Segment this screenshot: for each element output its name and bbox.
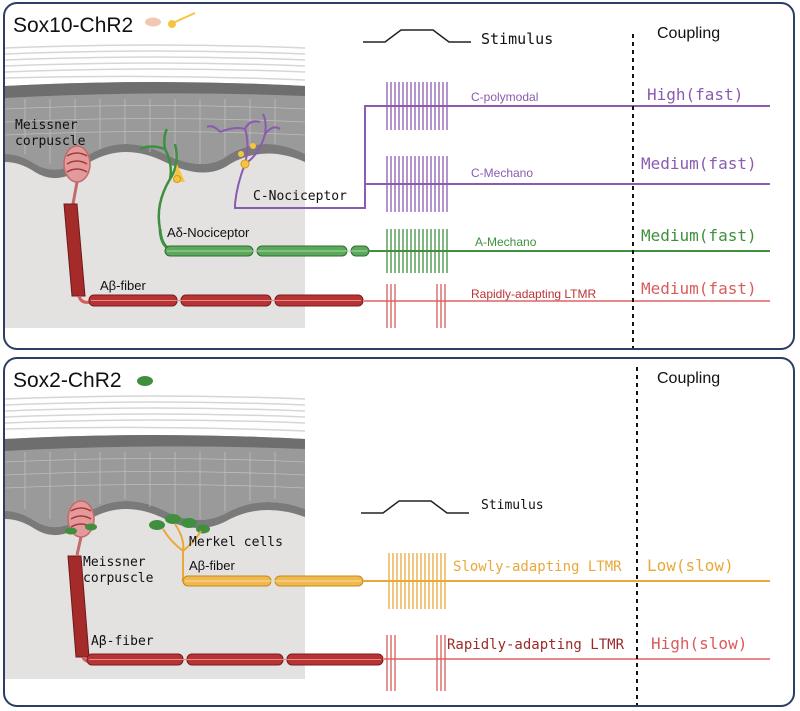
merkel-cells <box>149 514 210 534</box>
ab-fiber-bottom-label: Aβ-fiber <box>91 634 154 649</box>
spike-trains <box>386 82 448 328</box>
row-fiber-label: Rapidly-adapting LTMR <box>447 637 625 653</box>
meissner-label-line2: corpuscle <box>15 134 86 149</box>
stimulus-label: Stimulus <box>481 498 544 513</box>
ab-fiber-top-label: Aβ-fiber <box>189 558 235 573</box>
row-fiber-label: Rapidly-adapting LTMR <box>471 287 597 301</box>
meissner-label-line2: corpuscle <box>83 571 154 586</box>
ab-fiber-horizontal <box>88 294 364 307</box>
row-fiber-label: A-Mechano <box>475 235 537 249</box>
row-coupling-value: Medium(fast) <box>641 154 757 173</box>
ab-fiber-vertical <box>63 203 86 297</box>
row-fiber-label: Slowly-adapting LTMR <box>453 559 622 575</box>
spike-trains <box>386 553 446 691</box>
panel-sox10: Sox10-ChR2 Meissner corpuscle Aβ-fiber <box>3 2 795 350</box>
panel-sox2-diagram: Sox2-ChR2 Meissner corpuscle Merkel cell… <box>5 367 770 705</box>
row-coupling-value: Low(slow) <box>647 556 734 575</box>
row-coupling-value: Medium(fast) <box>641 226 757 245</box>
meissner-corpuscle <box>63 145 91 205</box>
row-coupling-value: High(fast) <box>647 85 743 104</box>
coupling-label: Coupling <box>657 25 720 42</box>
panel-title: Sox2-ChR2 <box>13 369 122 392</box>
stimulus-waveform <box>361 500 469 514</box>
ad-nociceptor-endings <box>139 128 178 230</box>
stimulus-waveform <box>363 29 471 43</box>
panel-title: Sox10-ChR2 <box>13 14 133 37</box>
row-coupling-value: Medium(fast) <box>641 279 757 298</box>
epidermis-top-layer <box>5 82 305 98</box>
cell-grid <box>5 99 306 164</box>
cell-grid <box>5 452 306 519</box>
sa-fiber-horizontal <box>182 575 364 587</box>
merkel-label: Merkel cells <box>189 535 283 550</box>
epidermis-top-layer <box>5 435 305 451</box>
stratum-corneum <box>5 395 306 432</box>
ad-nociceptor-label: Aδ-Nociceptor <box>167 225 250 240</box>
stratum-corneum <box>5 44 306 81</box>
schwann-cell-icon <box>145 12 196 28</box>
row-fiber-label: C-polymodal <box>471 90 538 104</box>
ab-fiber-label: Aβ-fiber <box>100 278 146 293</box>
coupling-label: Coupling <box>657 370 720 387</box>
ab-fiber-bottom-horizontal <box>86 653 384 666</box>
merkel-cell-icon <box>137 376 153 386</box>
ad-nociceptor-cell <box>173 164 185 183</box>
c-polymodal-trace <box>234 105 770 209</box>
panel-sox2: Sox2-ChR2 Meissner corpuscle Merkel cell… <box>3 357 795 707</box>
row-fiber-label: C-Mechano <box>471 166 533 180</box>
stimulus-label: Stimulus <box>481 30 553 48</box>
meissner-label-line1: Meissner <box>15 118 78 133</box>
row-coupling-value: High(slow) <box>651 634 747 653</box>
sa-ltmr-endings <box>162 523 202 579</box>
c-nociceptor-label: C-Nociceptor <box>253 189 347 204</box>
meissner-label-line1: Meissner <box>83 555 146 570</box>
meissner-corpuscle <box>65 500 97 556</box>
c-nociceptor-cells <box>238 143 256 169</box>
ad-fiber-horizontal <box>164 245 370 257</box>
panel-sox10-diagram: Sox10-ChR2 Meissner corpuscle Aβ-fiber <box>5 12 770 348</box>
